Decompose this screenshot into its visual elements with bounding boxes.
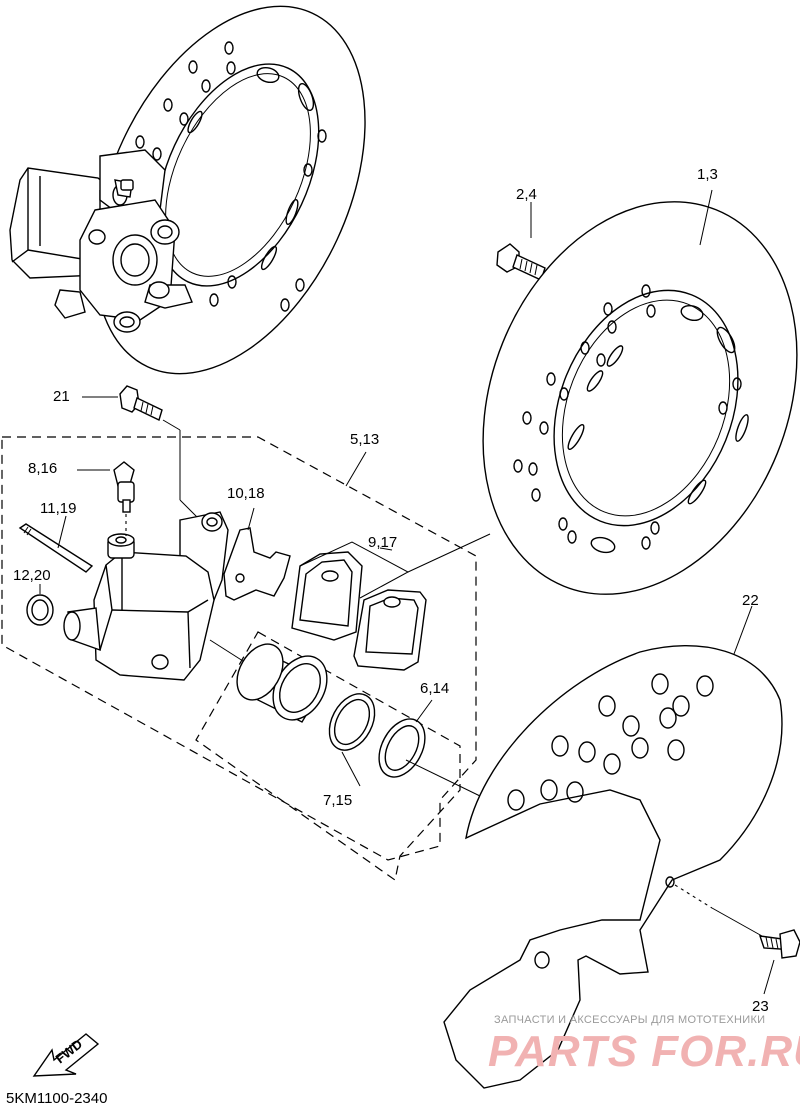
bleed-screw-part-8-16 [77, 461, 135, 536]
label-1-3: 1,3 [697, 166, 718, 183]
label-11-19: 11,19 [40, 500, 77, 517]
fwd-arrow-icon: FWD [32, 1033, 100, 1077]
label-12-20: 12,20 [13, 567, 51, 584]
watermark-caption: ЗАПЧАСТИ И АКСЕССУАРЫ ДЛЯ МОТОТЕХНИКИ [494, 1014, 766, 1026]
ring-part-12-20 [26, 584, 54, 626]
assembled-brake-disc [9, 5, 366, 375]
brake-pads-part-9-17 [291, 533, 491, 671]
label-7-15: 7,15 [323, 792, 353, 809]
pad-spring-part-10-18 [223, 507, 291, 601]
seal-part-7-15 [328, 693, 376, 787]
disc-cover-part-22 [443, 605, 783, 1089]
bolt-part-21 [82, 385, 201, 521]
label-2-4: 2,4 [516, 186, 537, 203]
label-10-18: 10,18 [227, 485, 265, 502]
label-22: 22 [742, 592, 759, 609]
label-9-17: 9,17 [368, 534, 398, 551]
seal-part-6-14 [378, 699, 481, 797]
caliper-kit-outline [1, 436, 477, 882]
piston [236, 643, 328, 723]
pad-pin-part-11-19 [18, 515, 94, 573]
diagram-code: 5KM1100-2340 [6, 1090, 108, 1107]
caliper-body [63, 511, 255, 681]
mounted-caliper [9, 149, 193, 333]
brake-disc-part-1-3 [482, 189, 798, 595]
label-8-16: 8,16 [28, 460, 58, 477]
bolt-part-23 [674, 884, 800, 995]
watermark-logo: PARTS FOR.RU [488, 1027, 800, 1076]
label-5-13: 5,13 [350, 431, 380, 448]
label-21: 21 [53, 388, 70, 405]
label-23: 23 [752, 998, 769, 1015]
label-6-14: 6,14 [420, 680, 450, 697]
